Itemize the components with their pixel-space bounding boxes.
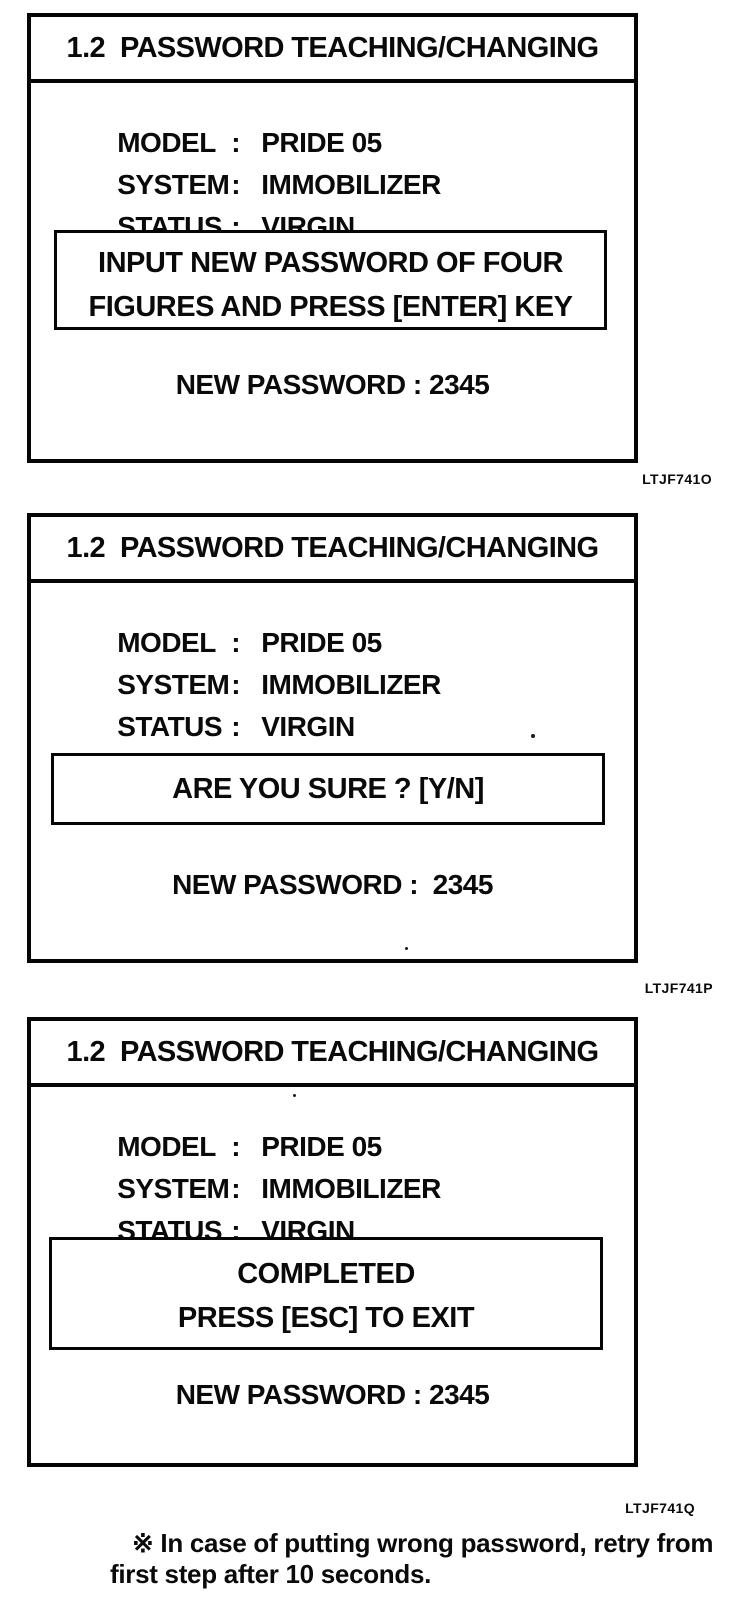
field-label: SYSTEM xyxy=(117,169,230,200)
field-model: MODEL: PRIDE 05 xyxy=(59,95,634,158)
scan-speck xyxy=(293,1094,296,1097)
footnote-line-1: ※ In case of putting wrong password, ret… xyxy=(132,1528,714,1558)
new-password-line: NEW PASSWORD : 2345 xyxy=(172,869,493,900)
field-colon: : xyxy=(231,211,241,242)
message-line: PRESS [ESC] TO EXIT xyxy=(177,1302,475,1334)
field-colon: : xyxy=(231,1131,241,1162)
field-label: MODEL xyxy=(117,127,216,158)
field-value: IMMOBILIZER xyxy=(261,1173,441,1204)
panel-title: 1.2 PASSWORD TEACHING/CHANGING xyxy=(66,31,600,64)
field-value: VIRGIN xyxy=(261,711,355,742)
field-colon: : xyxy=(231,627,241,658)
figure-code: LTJF741O xyxy=(642,471,712,487)
field-model: MODEL: PRIDE 05 xyxy=(59,595,634,658)
message-line: FIGURES AND PRESS [ENTER] KEY xyxy=(88,291,573,323)
vehicle-info: MODEL: PRIDE 05 SYSTEM: IMMOBILIZER STATUS… xyxy=(59,595,634,742)
field-system: SYSTEM: IMMOBILIZER xyxy=(59,637,634,700)
figure-code: LTJF741P xyxy=(644,980,713,996)
field-colon: : xyxy=(231,669,241,700)
field-value: PRIDE 05 xyxy=(261,627,382,658)
panel-title: 1.2 PASSWORD TEACHING/CHANGING xyxy=(66,1035,600,1068)
footnote-line-2: first step after 10 seconds. xyxy=(110,1559,432,1589)
field-status: STATUS: VIRGIN xyxy=(59,679,634,742)
field-value: PRIDE 05 xyxy=(261,1131,382,1162)
field-colon: : xyxy=(231,169,241,200)
field-system: SYSTEM: IMMOBILIZER xyxy=(59,137,634,200)
field-label: SYSTEM xyxy=(117,1173,230,1204)
field-value: IMMOBILIZER xyxy=(261,169,441,200)
scan-speck xyxy=(405,947,408,950)
field-colon: : xyxy=(231,1173,241,1204)
field-colon: : xyxy=(231,711,241,742)
message-line: COMPLETED xyxy=(237,1258,415,1290)
message-box: INPUT NEW PASSWORD OF FOUR FIGURES AND P… xyxy=(54,230,607,330)
vehicle-info: MODEL:PRIDE 05 SYSTEM:IMMOBILIZER STATUS… xyxy=(59,1099,634,1246)
message-line: ARE YOU SURE ? [Y/N] xyxy=(172,773,484,805)
field-label: SYSTEM xyxy=(117,669,230,700)
message-box: ARE YOU SURE ? [Y/N] xyxy=(51,753,605,825)
message-line: INPUT NEW PASSWORD OF FOUR xyxy=(98,247,563,279)
panel-title: 1.2 PASSWORD TEACHING/CHANGING xyxy=(66,531,600,564)
scan-speck xyxy=(531,734,535,738)
panel-title-bar: 1.2 PASSWORD TEACHING/CHANGING xyxy=(31,517,634,583)
new-password-line: NEW PASSWORD : 2345 xyxy=(175,1379,490,1410)
field-model: MODEL: PRIDE 05 xyxy=(59,1099,634,1162)
field-colon: : xyxy=(231,1215,241,1246)
field-colon: : xyxy=(231,127,241,158)
field-value: PRIDE 05 xyxy=(261,127,382,158)
field-value: IMMOBILIZER xyxy=(261,669,441,700)
panel-title-bar: 1.2 PASSWORD TEACHING/CHANGING xyxy=(31,17,634,83)
panel-title-bar: 1.2 PASSWORD TEACHING/CHANGING xyxy=(31,1021,634,1087)
field-label: MODEL xyxy=(117,627,216,658)
screen-panel-confirm: 1.2 PASSWORD TEACHING/CHANGING MODEL: PRI… xyxy=(27,513,638,963)
message-box: COMPLETED PRESS [ESC] TO EXIT xyxy=(49,1237,603,1350)
screen-panel-input-password: 1.2 PASSWORD TEACHING/CHANGING MODEL: PRI… xyxy=(27,13,638,463)
figure-code: LTJF741Q xyxy=(625,1500,695,1516)
screen-panel-completed: 1.2 PASSWORD TEACHING/CHANGING MODEL: PRI… xyxy=(27,1017,638,1467)
field-label: MODEL xyxy=(117,1131,216,1162)
field-label: STATUS xyxy=(117,711,223,742)
new-password-line: NEW PASSWORD : 2345 xyxy=(175,369,490,400)
field-system: SYSTEM: IMMOBILIZER xyxy=(59,1141,634,1204)
vehicle-info: MODEL:PRIDE 05 SYSTEM:IMMOBILIZER STATUS… xyxy=(59,95,634,242)
